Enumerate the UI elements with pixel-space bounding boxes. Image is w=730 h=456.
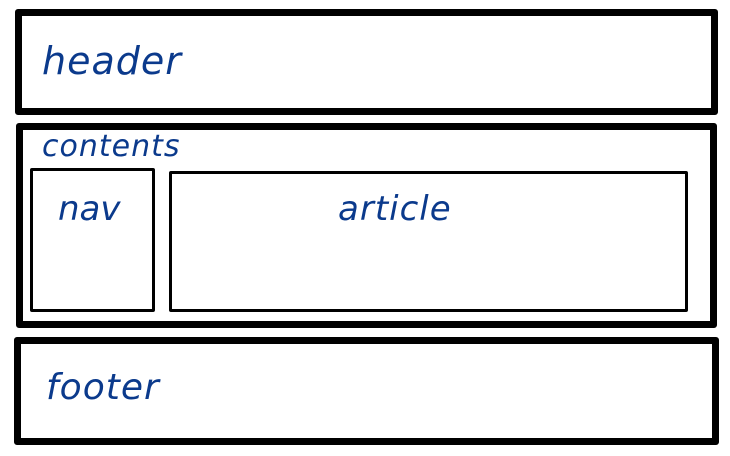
contents-label: contents <box>42 129 181 164</box>
footer-label: footer <box>46 367 160 408</box>
nav-label: nav <box>58 189 121 229</box>
header-box <box>15 9 718 115</box>
article-label: article <box>338 189 452 229</box>
article-box <box>169 171 688 312</box>
nav-box <box>30 168 155 312</box>
header-label: header <box>42 39 182 83</box>
footer-box <box>14 337 719 445</box>
